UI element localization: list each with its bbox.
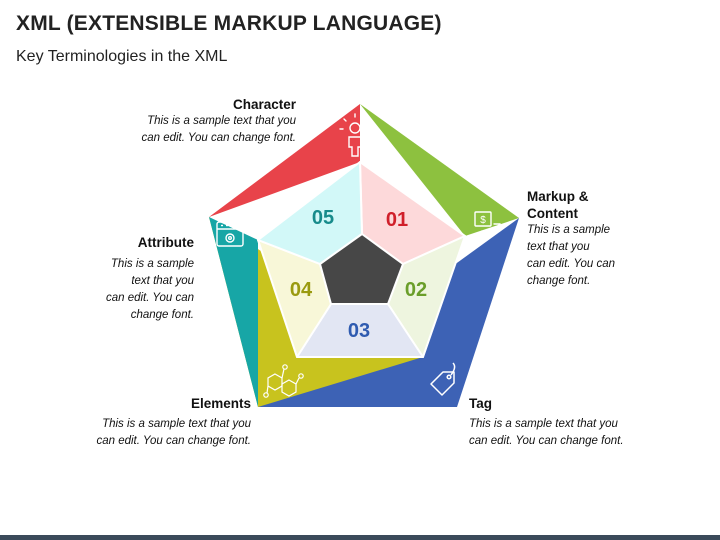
svg-text:$: $ [480,215,486,226]
label-attribute: Attribute This is a sample text that you… [34,234,194,324]
page-subtitle: Key Terminologies in the XML [16,48,228,65]
character-title: Character [232,97,296,112]
number-05: 05 [312,207,334,229]
markup-title-line-1: Markup & [527,189,589,204]
attribute-desc-line-1: This is a sample [110,258,194,270]
number-02: 02 [405,279,427,301]
label-tag: Tag This is a sample text that you can e… [469,395,689,450]
character-desc-line-1: This is a sample text that you [147,115,296,127]
attribute-title: Attribute [137,235,194,250]
tag-desc-line-2: can edit. You can change font. [469,435,624,447]
label-markup-content: Markup & Content This is a sample text t… [527,188,707,290]
center-pentagon [319,233,404,305]
elements-desc-line-1: This is a sample text that you [102,418,251,430]
elements-title: Elements [190,396,251,411]
attribute-desc-line-3: can edit. You can [105,292,194,304]
segment-character [209,104,360,217]
markup-desc-line-1: This is a sample [527,224,611,236]
label-elements: Elements This is a sample text that you … [51,395,251,450]
number-01: 01 [386,209,408,231]
tag-desc-line-1: This is a sample text that you [469,418,618,430]
attribute-desc-line-2: text that you [131,275,194,287]
character-desc-line-2: can edit. You can change font. [141,132,296,144]
markup-desc-line-3: can edit. You can [527,258,616,270]
tag-title: Tag [469,396,492,411]
molecule-icon [263,364,304,398]
number-04: 04 [290,279,313,301]
elements-desc-line-2: can edit. You can change font. [96,435,251,447]
segment-markup [360,104,519,236]
tag-icon [430,362,456,396]
markup-desc-line-4: change font. [527,275,591,287]
page-title: XML (EXTENSIBLE MARKUP LANGUAGE) [16,12,442,35]
number-03: 03 [348,320,370,342]
segment-attribute [209,217,258,407]
label-character: Character This is a sample text that you… [96,96,296,147]
markup-desc-line-2: text that you [527,241,590,253]
markup-title-line-2: Content [527,206,578,221]
browser-settings-icon [216,221,244,247]
bottom-bar [0,535,720,540]
attribute-desc-line-4: change font. [130,309,194,321]
money-growth-icon: $ [472,211,501,241]
person-bulb-icon [339,113,371,157]
